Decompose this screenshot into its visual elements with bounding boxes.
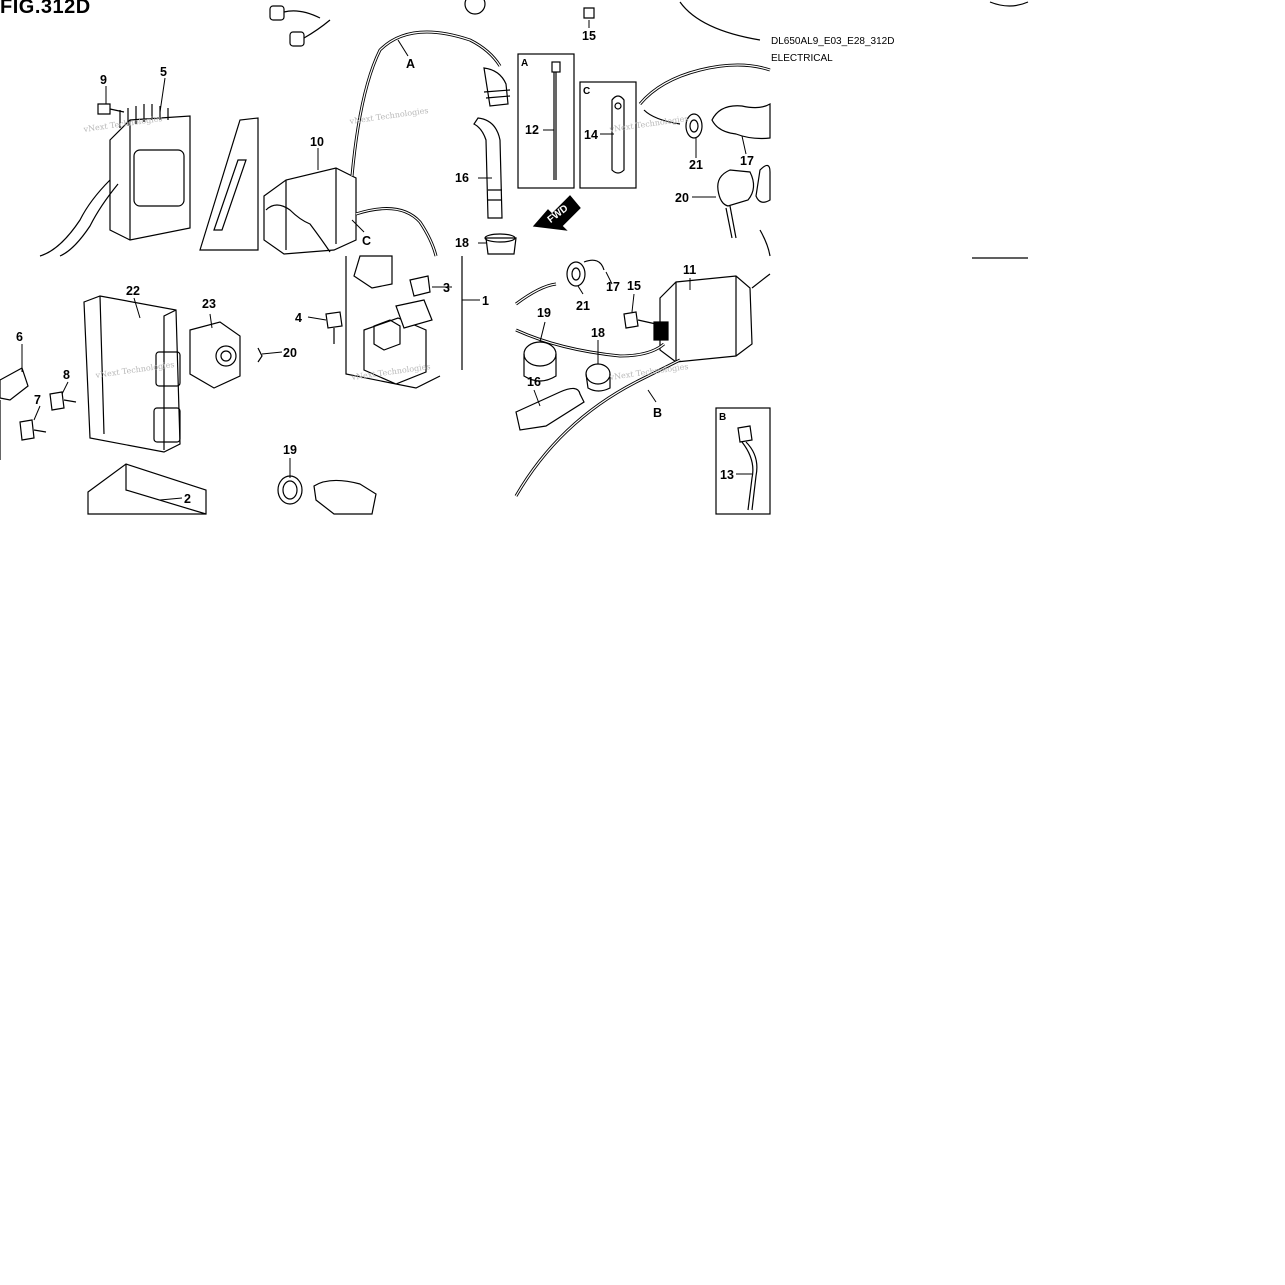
detail-box-c-label: C [583, 86, 590, 97]
watermark-5: vNext Technologies [608, 362, 689, 382]
callout-18-top: 18 [455, 236, 469, 250]
grommet-part-21 [685, 113, 703, 139]
stay-part-6 [0, 367, 29, 460]
callout-17-top: 17 [740, 154, 754, 168]
cap-part-18b [585, 363, 611, 392]
callout-20-left: 20 [283, 346, 297, 360]
connector-top [269, 5, 331, 47]
leader-lines [21, 20, 752, 501]
panel-bottom-left [0, 295, 377, 515]
routing-letter-b: B [653, 406, 662, 420]
figure-title: FIG.312D [0, 0, 91, 18]
detail-box-b [715, 407, 771, 515]
callout-15-top: 15 [582, 29, 596, 43]
connector-part-23 [189, 321, 241, 389]
routing-letter-a: A [406, 57, 415, 71]
callout-23: 23 [202, 297, 216, 311]
cable-tie-part-12 [551, 61, 561, 180]
callout-14: 14 [584, 128, 598, 142]
starter-relay-part-1 [345, 255, 463, 389]
elbow-part-20 [717, 164, 771, 257]
callout-8: 8 [63, 368, 70, 382]
clamp-part-14 [611, 95, 625, 174]
figure-code: DL650AL9_E03_E28_312D [771, 36, 895, 47]
cap-seal-part-18 [484, 233, 517, 255]
ignition-coil-part-11 [653, 273, 771, 363]
bolt-part-15b [623, 311, 657, 329]
boot-part-17 [711, 102, 771, 140]
ecm-part-22 [83, 295, 181, 453]
bolt-part-8 [49, 391, 77, 411]
callout-15-bottom: 15 [627, 279, 641, 293]
bolt-part-7 [19, 419, 47, 441]
callout-18-bottom: 18 [591, 326, 605, 340]
callout-2: 2 [184, 492, 191, 506]
callout-16-bottom: 16 [527, 375, 541, 389]
callout-5: 5 [160, 65, 167, 79]
callout-13: 13 [720, 468, 734, 482]
routing-letter-c: C [362, 234, 371, 248]
callout-17-bottom: 17 [606, 280, 620, 294]
callout-9: 9 [100, 73, 107, 87]
callout-21-bottom: 21 [576, 299, 590, 313]
detail-box-b-label: B [719, 412, 726, 423]
cover-part-2 [87, 463, 207, 515]
bolt-part-4 [325, 311, 343, 344]
ignition-coil-part-10 [263, 167, 357, 255]
section-name: ELECTRICAL [771, 53, 833, 64]
grommet-part-21b [566, 259, 605, 287]
regulator-part-5 [39, 104, 191, 257]
plug-cap-part-16b [515, 387, 585, 431]
callout-19-right: 19 [537, 306, 551, 320]
callout-7: 7 [34, 393, 41, 407]
callout-22: 22 [126, 284, 140, 298]
plug-cap-part-16 [473, 67, 511, 219]
callout-4: 4 [295, 311, 302, 325]
seal-part-19 [277, 475, 377, 515]
routing-letters: A C B [362, 57, 662, 420]
callout-21-top: 21 [689, 158, 703, 172]
forward-arrow: FWD [532, 195, 581, 231]
callout-12: 12 [525, 123, 539, 137]
callout-1: 1 [482, 294, 489, 308]
fuse-part-3 [409, 275, 431, 297]
callout-10: 10 [310, 135, 324, 149]
panel-top-left: FWD A C [39, 0, 771, 389]
callout-19-left: 19 [283, 443, 297, 457]
callout-6: 6 [16, 330, 23, 344]
detail-box-a [517, 53, 575, 189]
callout-16-top: 16 [455, 171, 469, 185]
detail-box-a-label: A [521, 58, 528, 69]
callout-11: 11 [683, 263, 696, 277]
callout-20-top: 20 [675, 191, 689, 205]
cable-tie-part-13 [737, 425, 758, 511]
detail-box-c [579, 81, 637, 189]
callout-3: 3 [443, 281, 450, 295]
callouts: 1 2 3 4 5 6 7 8 9 10 11 12 13 14 15 15 1… [16, 29, 754, 506]
